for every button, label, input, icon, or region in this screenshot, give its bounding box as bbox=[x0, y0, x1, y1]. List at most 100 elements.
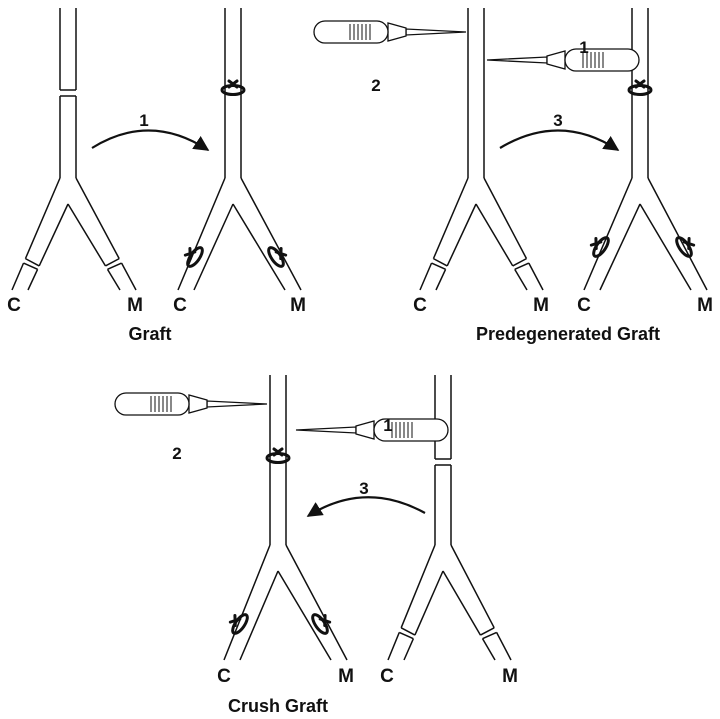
graft-recipient-branch-c bbox=[177, 177, 226, 291]
predegenerated-caption: Predegenerated Graft bbox=[476, 324, 660, 344]
crush-donor-branch-m bbox=[450, 544, 495, 629]
graft-donor-branch-c bbox=[24, 177, 61, 259]
predegen-scalpel-1-ferrule bbox=[387, 22, 407, 42]
graft-donor-cut-end bbox=[23, 262, 38, 271]
predegen-scalpel-2-blade bbox=[486, 56, 548, 64]
crush-recipient-branch-m bbox=[285, 544, 348, 661]
crush-suture-top-knot bbox=[272, 447, 284, 457]
crush-donor-cut-end bbox=[480, 627, 495, 636]
crush-donor-branch-c bbox=[387, 632, 400, 661]
crush-donor-right-label: M bbox=[502, 666, 518, 687]
predegenerated-arrow-step: 3 bbox=[553, 111, 562, 130]
graft-panel: 1 C M C M Graft bbox=[7, 111, 306, 344]
predegen-donor-cut-end bbox=[431, 262, 446, 271]
graft-donor-branch-m bbox=[120, 262, 137, 291]
graft-donor-left-label: C bbox=[7, 295, 21, 316]
crush-donor-left-label: C bbox=[380, 666, 394, 687]
crush-suture-top bbox=[265, 447, 291, 464]
graft-caption: Graft bbox=[128, 324, 171, 344]
graft-recipient-branch-c bbox=[193, 203, 234, 291]
crush-suture-m-loop bbox=[311, 613, 329, 635]
predegen-scalpel-2 bbox=[486, 48, 640, 72]
predegen-donor-branch-m bbox=[483, 177, 528, 259]
graft-branch-left-label: C bbox=[173, 295, 187, 316]
predegenerated-left-label-a: C bbox=[413, 295, 427, 316]
graft-suture-m-knot bbox=[274, 247, 288, 261]
crush-scalpel-2 bbox=[295, 418, 449, 442]
predegen-donor-branch-m bbox=[475, 203, 514, 267]
predegenerated-scalpel-1-label: 1 bbox=[579, 38, 588, 57]
graft-arrow-step: 1 bbox=[139, 111, 148, 130]
predegen-scalpel-1 bbox=[313, 20, 467, 44]
predegen-donor-branch-c bbox=[419, 262, 433, 291]
graft-donor-cut-end bbox=[105, 257, 120, 267]
graft-suture-c-loop bbox=[186, 246, 204, 268]
crush-donor-branch-c bbox=[403, 638, 415, 661]
crush-donor-branch-m bbox=[481, 638, 496, 661]
crush-transfer-arrow bbox=[306, 496, 426, 517]
crush-scalpel-2-blade bbox=[295, 426, 357, 434]
predegen-scalpel-2-handle bbox=[564, 48, 640, 72]
graft-donor-right-label: M bbox=[127, 295, 143, 316]
predegen-suture-top-knot bbox=[634, 79, 646, 89]
predegenerated-left-label-b: C bbox=[577, 295, 591, 316]
predegen-suture-m bbox=[675, 236, 696, 258]
crush-scalpel-2-ferrule bbox=[355, 420, 375, 440]
predegen-recipient-branch-m bbox=[647, 177, 708, 291]
predegen-donor-branch-c bbox=[435, 269, 447, 291]
graft-suture-m bbox=[267, 246, 288, 268]
crush-donor-cut-end bbox=[400, 627, 416, 636]
predegen-scalpel-1-blade bbox=[405, 28, 467, 36]
graft-suture-top bbox=[220, 79, 246, 96]
predegenerated-panel: 3 1 2 C M C M Predegenerated Graft bbox=[371, 38, 713, 344]
crush-scalpel-1-label: 1 bbox=[383, 416, 392, 435]
predegen-donor-branch-m bbox=[528, 262, 544, 291]
crush-suture-c-loop bbox=[231, 613, 249, 635]
graft-donor-branch-c bbox=[38, 203, 69, 267]
crush-panel: 3 1 2 C M C M Crush Graft bbox=[172, 416, 518, 716]
predegen-donor-cut-end bbox=[433, 257, 448, 267]
crush-arrow-step: 3 bbox=[359, 479, 368, 498]
predegenerated-right-label-b: M bbox=[697, 295, 713, 316]
predegen-suture-c-loop bbox=[592, 236, 610, 258]
predegenerated-transfer-arrow bbox=[499, 129, 620, 151]
predegen-recipient-branch-c bbox=[599, 203, 641, 291]
crush-recipient-branch-c bbox=[239, 570, 279, 661]
crush-donor-cut-end bbox=[398, 631, 414, 640]
crush-branch-right-label: M bbox=[338, 666, 354, 687]
crush-scalpel-1-ferrule bbox=[188, 394, 208, 414]
graft-recipient-branch-m bbox=[232, 203, 286, 291]
predegen-suture-c-knot bbox=[589, 237, 603, 251]
crush-suture-m bbox=[311, 613, 332, 635]
graft-donor-branch-m bbox=[75, 177, 120, 259]
crush-donor-branch-c bbox=[414, 570, 444, 636]
graft-donor-branch-c bbox=[27, 269, 39, 291]
graft-donor-cut-end bbox=[107, 262, 122, 271]
predegen-donor-branch-c bbox=[446, 203, 477, 267]
crush-scalpel-2-label: 2 bbox=[172, 444, 181, 463]
crush-recipient-branch-m bbox=[277, 570, 332, 661]
graft-donor-cut-end bbox=[25, 257, 40, 267]
graft-donor-branch-m bbox=[67, 203, 107, 267]
predegen-recipient-branch-m bbox=[639, 203, 692, 291]
graft-donor-branch-m bbox=[106, 268, 121, 291]
crush-donor-branch-m bbox=[495, 632, 512, 661]
predegen-donor-branch-m bbox=[514, 268, 528, 291]
predegen-suture-top bbox=[627, 79, 653, 96]
predegenerated-right-label-a: M bbox=[533, 295, 549, 316]
predegen-suture-c bbox=[589, 236, 610, 258]
crush-suture-c bbox=[228, 613, 249, 635]
predegen-recipient-branch-c bbox=[583, 177, 633, 291]
crush-scalpel-1-blade bbox=[206, 400, 268, 408]
crush-donor-branch-c bbox=[400, 544, 436, 629]
graft-suture-c bbox=[183, 246, 204, 268]
predegen-donor-cut-end bbox=[514, 262, 530, 271]
crush-scalpel-1 bbox=[114, 392, 268, 416]
graft-suture-top-knot bbox=[227, 79, 239, 89]
predegen-donor-cut-end bbox=[512, 257, 527, 267]
crush-caption: Crush Graft bbox=[228, 696, 328, 716]
graft-branch-right-label: M bbox=[290, 295, 306, 316]
predegen-donor-branch-c bbox=[432, 177, 469, 259]
graft-recipient-branch-m bbox=[240, 177, 302, 291]
